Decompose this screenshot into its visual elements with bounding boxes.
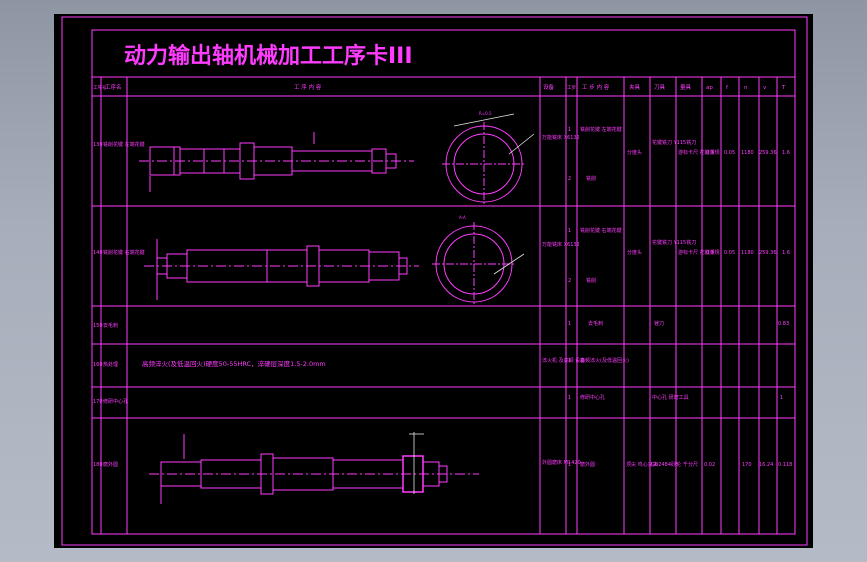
row-140: 140 铣削花键 右端花键 万能铣床 X6132 1 铣削花键 右端花键 2 铣… <box>93 227 790 284</box>
row-p3: 1180 <box>741 150 754 156</box>
hdr-p5: T <box>781 85 786 91</box>
hdr-p4: v <box>763 85 767 91</box>
hdr-measure: 量具 <box>680 84 692 91</box>
row-tool: 花键铣刀 Y115铣刀 <box>652 239 696 246</box>
process-card-drawing: 动力输出轴机械加工工序卡III 工序号 工序名 工 序 内 容 设备 工步 工 … <box>61 16 808 546</box>
shaft-drawing-1: R=0.5 <box>139 111 535 206</box>
step-text: 高频淬火(及低温回火) <box>580 357 629 364</box>
row-p5: 1.6 <box>782 250 790 256</box>
row-p4: 16.24 <box>759 462 773 468</box>
hdr-name: 工序名 <box>105 83 122 91</box>
row-machine: 外圆磨床 M1420 <box>542 459 581 466</box>
step-num: 1 <box>568 228 571 234</box>
row-180: 180 磨外圆 外圆磨床 M1420 1 磨外圆 顶尖 鸡心夹头 GB2484砂… <box>93 459 792 468</box>
step-text: 铣削花键 右端花键 <box>580 227 622 234</box>
step-num: 1 <box>568 321 571 327</box>
step-text: 磨外圆 <box>580 461 595 468</box>
row-p4: 259.36 <box>759 250 777 256</box>
outer-frame <box>61 16 808 546</box>
row-p5: 0.118 <box>778 462 792 468</box>
row-name: 铣削花键 左端花键 <box>103 141 145 148</box>
row-fixture: 顶尖 鸡心夹头 <box>626 461 658 468</box>
row-no: 130 <box>93 142 103 148</box>
step-num: 1 <box>568 358 571 364</box>
row-p2: 0.05 <box>724 150 735 156</box>
row-tool: 锉刀 <box>654 320 664 327</box>
hdr-step: 工步 <box>567 85 576 91</box>
step-num: 1 <box>568 395 571 401</box>
row-p1: 0.3 <box>706 250 714 256</box>
row-content: 高频淬火(及低温回火)硬度50-55HRC，淬硬层深度1.5-2.0mm <box>142 359 326 368</box>
inner-frame <box>91 29 796 535</box>
card-title: 动力输出轴机械加工工序卡III <box>124 43 413 69</box>
column-lines <box>100 77 778 534</box>
row-p4: 259.36 <box>759 150 777 156</box>
row-p5: 1 <box>780 395 783 401</box>
row-no: 160 <box>93 362 103 368</box>
svg-text:R=0.5: R=0.5 <box>479 111 492 116</box>
row-130: 130 铣削花键 左端花键 万能铣床 X6132 1 铣削花键 左端花键 2 铣… <box>93 126 790 182</box>
svg-text:A-A: A-A <box>459 215 466 220</box>
row-machine: 万能铣床 X6132 <box>542 241 580 248</box>
shaft-drawing-2: A-A <box>144 215 525 306</box>
row-no: 150 <box>93 323 103 329</box>
step-text: 修研中心孔 <box>580 394 605 401</box>
row-fixture: 分度头 <box>627 249 642 256</box>
step-text: 去毛刺 <box>588 320 603 327</box>
step-text: 铣削花键 左端花键 <box>580 126 622 133</box>
row-name: 修研中心孔 <box>103 398 128 405</box>
step-num: 2 <box>568 278 571 284</box>
hdr-content: 工 序 内 容 <box>294 83 322 91</box>
row-name: 铣削花键 右端花键 <box>103 249 145 256</box>
row-name: 去毛刺 <box>103 322 118 329</box>
row-p5: 0.83 <box>778 321 789 327</box>
hdr-machine: 设备 <box>543 83 555 91</box>
hdr-tool: 刀具 <box>654 84 666 91</box>
step-num: 2 <box>568 176 571 182</box>
row-machine: 万能铣床 X6132 <box>542 134 580 141</box>
row-p1: 0.3 <box>706 150 714 156</box>
row-p5: 1.6 <box>782 150 790 156</box>
row-measure: 游标卡尺 花键量规 <box>678 249 720 256</box>
row-p3: 170 <box>742 462 752 468</box>
row-160: 160 热处理 高频淬火(及低温回火)硬度50-55HRC，淬硬层深度1.5-2… <box>93 357 629 368</box>
step-num: 1 <box>568 127 571 133</box>
row-measure: 千分尺 <box>683 461 698 468</box>
hdr-step-content: 工 步 内 容 <box>582 83 610 91</box>
row-p3: 1180 <box>741 250 754 256</box>
row-fixture: 分度头 <box>627 149 642 156</box>
row-tool: GB2484砂轮 <box>651 461 681 468</box>
shaft-drawing-3 <box>149 432 479 504</box>
step-text: 铣削 <box>586 175 596 182</box>
row-name: 热处理 <box>103 361 118 368</box>
row-name: 磨外圆 <box>103 461 118 468</box>
row-p2: 0.05 <box>724 250 735 256</box>
header-row: 工序号 工序名 工 序 内 容 设备 工步 工 步 内 容 夹具 刀具 量具 a… <box>93 83 786 91</box>
row-p1: 0.02 <box>704 462 715 468</box>
row-150: 150 去毛刺 1 去毛刺 锉刀 0.83 <box>93 320 789 329</box>
row-no: 170 <box>93 399 103 405</box>
step-text: 铣削 <box>586 277 596 284</box>
row-tool: 中心孔 研磨工具 <box>652 394 689 401</box>
row-machine: 淬火机 及高频 设备 <box>542 357 585 364</box>
row-tool: 花键铣刀 Y115铣刀 <box>652 139 696 146</box>
row-no: 140 <box>93 250 103 256</box>
row-measure: 游标卡尺 花键量规 <box>678 149 720 156</box>
row-no: 180 <box>93 462 103 468</box>
drawing-sheet: 动力输出轴机械加工工序卡III 工序号 工序名 工 序 内 容 设备 工步 工 … <box>54 14 813 548</box>
hdr-fixture: 夹具 <box>629 83 641 91</box>
step-num: 1 <box>568 462 571 468</box>
row-170: 170 修研中心孔 1 修研中心孔 中心孔 研磨工具 1 <box>93 394 783 405</box>
hdr-p1: ap <box>706 85 713 91</box>
hdr-p2: f <box>726 85 729 91</box>
hdr-no: 工序号 <box>93 84 107 91</box>
hdr-p3: n <box>744 85 748 91</box>
